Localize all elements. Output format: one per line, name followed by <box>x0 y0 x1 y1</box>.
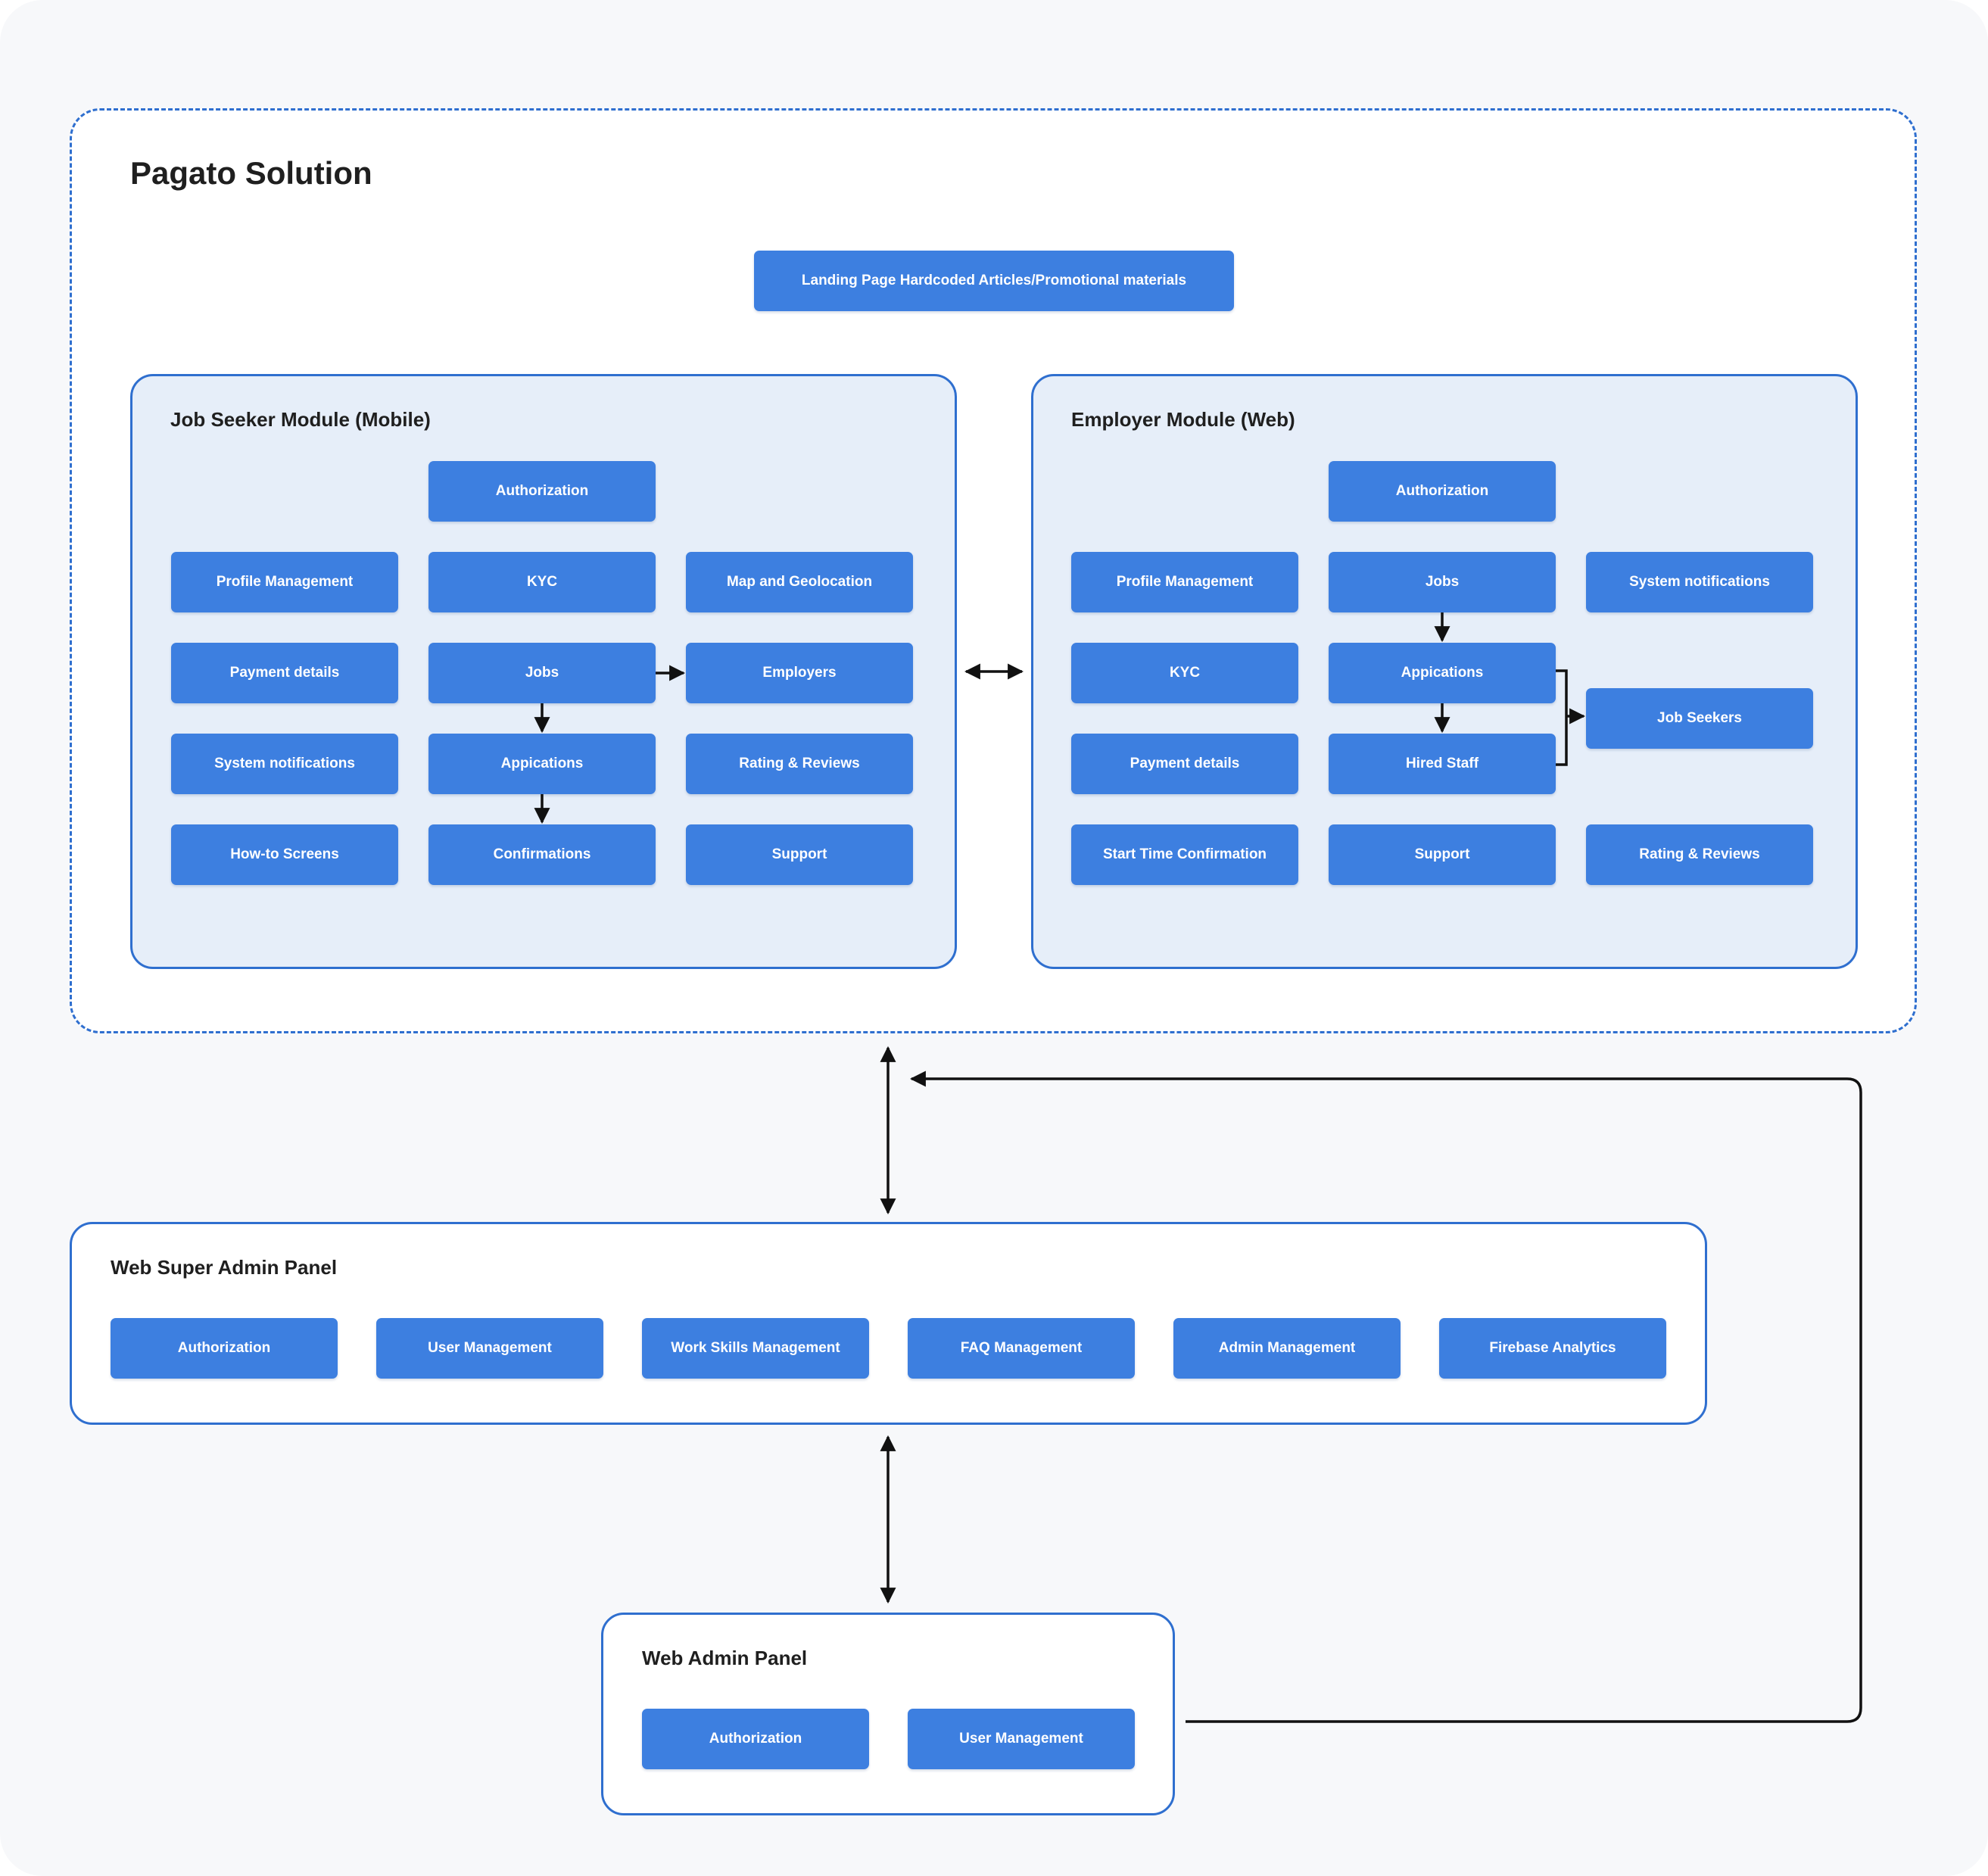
sa-user-management-node: User Management <box>376 1318 603 1379</box>
emp-profile-management-node: Profile Management <box>1071 552 1298 612</box>
sa-work-skills-management-node: Work Skills Management <box>642 1318 869 1379</box>
js-map-geolocation-node: Map and Geolocation <box>686 552 913 612</box>
landing-page-node: Landing Page Hardcoded Articles/Promotio… <box>754 251 1234 311</box>
emp-hired-staff-node: Hired Staff <box>1329 734 1556 794</box>
js-profile-management-node: Profile Management <box>171 552 398 612</box>
js-support-node: Support <box>686 824 913 885</box>
js-applications-node: Appications <box>428 734 656 794</box>
js-jobs-node: Jobs <box>428 643 656 703</box>
js-rating-reviews-node: Rating & Reviews <box>686 734 913 794</box>
sa-faq-management-node: FAQ Management <box>908 1318 1135 1379</box>
job-seeker-module-title: Job Seeker Module (Mobile) <box>170 408 431 431</box>
js-payment-details-node: Payment details <box>171 643 398 703</box>
emp-start-time-confirmation-node: Start Time Confirmation <box>1071 824 1298 885</box>
sa-firebase-analytics-node: Firebase Analytics <box>1439 1318 1666 1379</box>
emp-job-seekers-node: Job Seekers <box>1586 688 1813 749</box>
admin-authorization-node: Authorization <box>642 1709 869 1769</box>
js-authorization-node: Authorization <box>428 461 656 522</box>
emp-jobs-node: Jobs <box>1329 552 1556 612</box>
js-employers-node: Employers <box>686 643 913 703</box>
js-kyc-node: KYC <box>428 552 656 612</box>
emp-authorization-node: Authorization <box>1329 461 1556 522</box>
emp-support-node: Support <box>1329 824 1556 885</box>
emp-system-notifications-node: System notifications <box>1586 552 1813 612</box>
emp-rating-reviews-node: Rating & Reviews <box>1586 824 1813 885</box>
js-how-to-screens-node: How-to Screens <box>171 824 398 885</box>
employer-module-title: Employer Module (Web) <box>1071 408 1295 431</box>
js-system-notifications-node: System notifications <box>171 734 398 794</box>
emp-kyc-node: KYC <box>1071 643 1298 703</box>
emp-applications-node: Appications <box>1329 643 1556 703</box>
sa-admin-management-node: Admin Management <box>1173 1318 1401 1379</box>
admin-user-management-node: User Management <box>908 1709 1135 1769</box>
emp-payment-details-node: Payment details <box>1071 734 1298 794</box>
admin-panel-title: Web Admin Panel <box>642 1647 808 1669</box>
sa-authorization-node: Authorization <box>111 1318 338 1379</box>
solution-title: Pagato Solution <box>130 155 372 191</box>
js-confirmations-node: Confirmations <box>428 824 656 885</box>
super-admin-panel-title: Web Super Admin Panel <box>111 1256 338 1279</box>
